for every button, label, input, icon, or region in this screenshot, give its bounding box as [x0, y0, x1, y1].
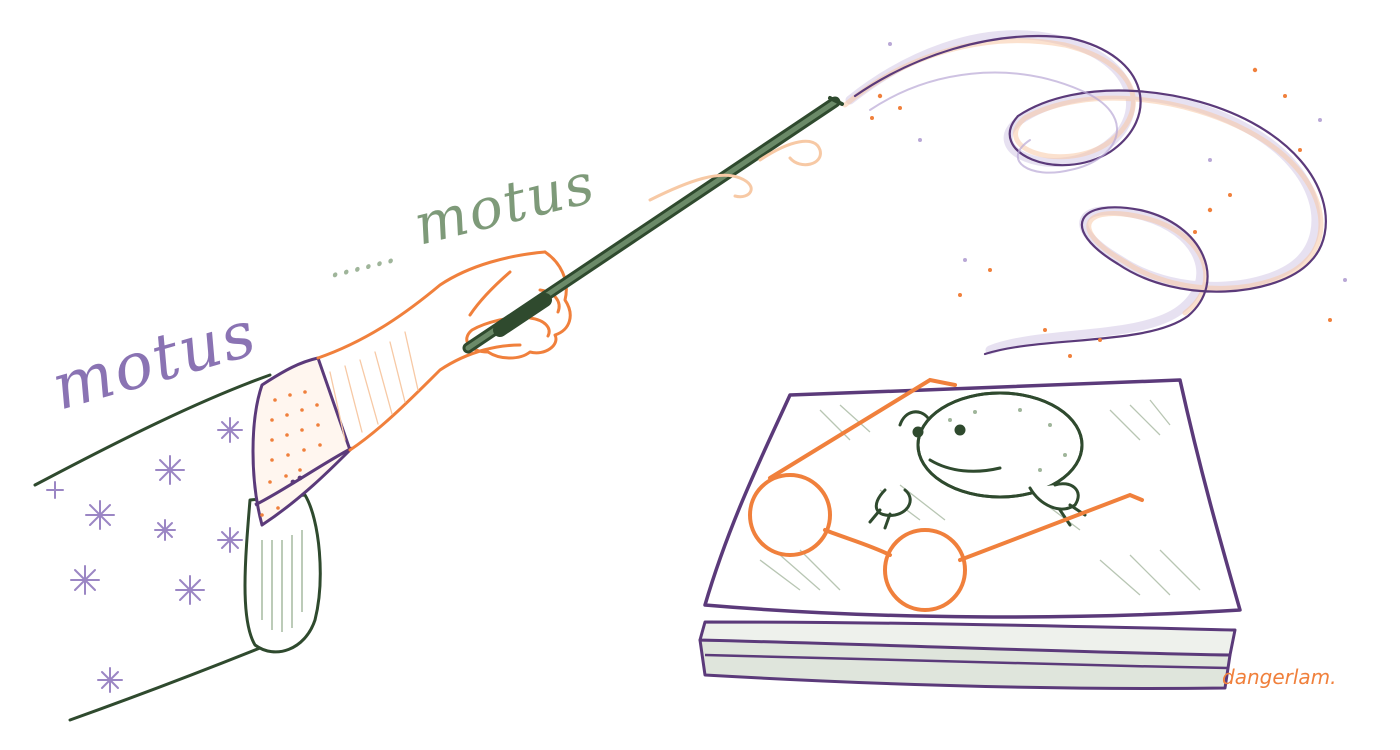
incantation-dots: ......	[322, 230, 399, 286]
incantation-flourish	[648, 139, 822, 202]
incantation-word-2: motus	[408, 151, 602, 259]
magic-wand	[462, 96, 844, 354]
sleeve-lining	[243, 493, 322, 654]
magic-sparkles-lavender	[888, 42, 1347, 282]
magic-smoke-trail	[842, 30, 1327, 356]
arm	[316, 250, 547, 452]
magic-sparkles	[870, 67, 1332, 358]
artist-signature: dangerlam.	[1222, 665, 1337, 689]
round-glasses	[748, 377, 1144, 612]
book-stack	[698, 378, 1242, 690]
robe-cuff	[251, 356, 353, 527]
toad	[868, 391, 1087, 530]
